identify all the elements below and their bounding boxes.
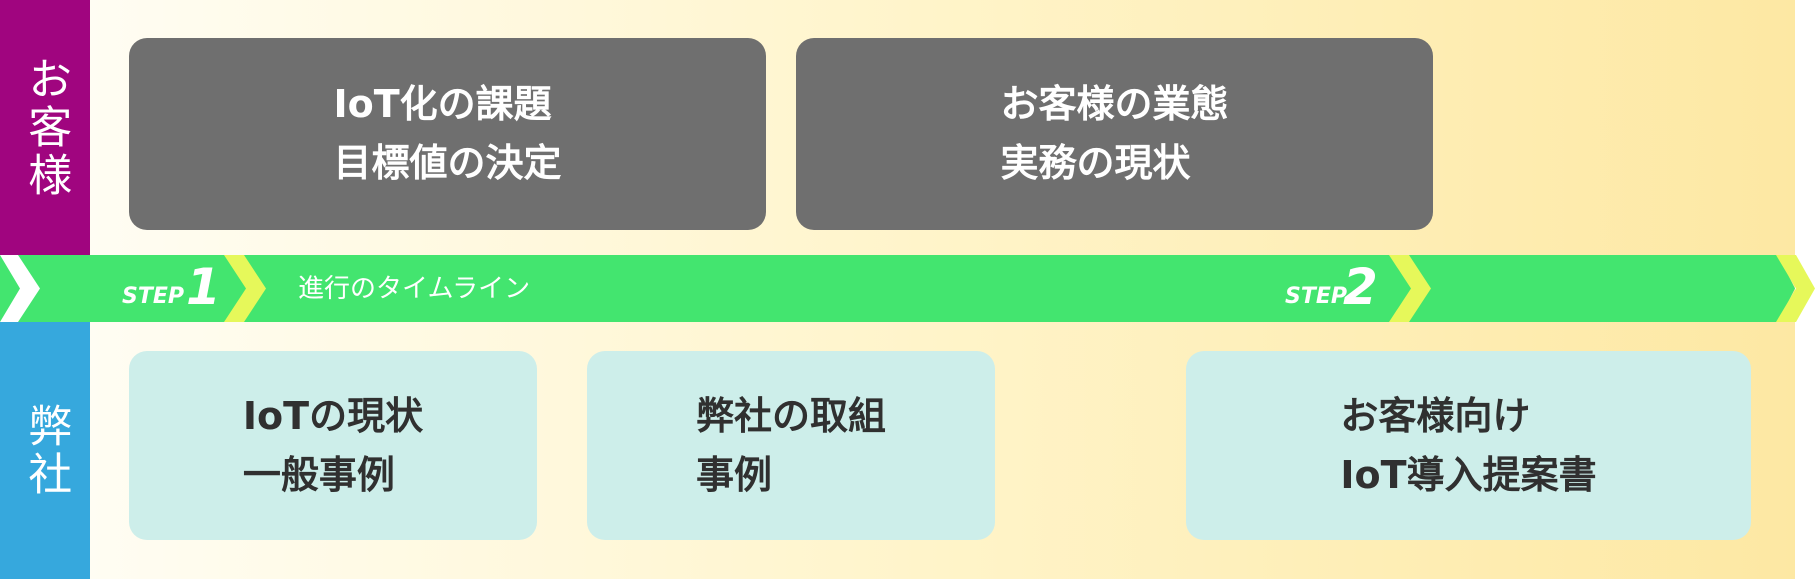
chevron-start-icon xyxy=(0,255,40,322)
company-box-proposal: お客様向け IoT導入提案書 xyxy=(1186,351,1751,540)
company-box-current: IoTの現状 一般事例 xyxy=(129,351,537,540)
timeline-caption: 進行のタイムライン xyxy=(298,274,531,304)
company-box-current-line1: IoTの現状 xyxy=(242,393,424,438)
company-label-text: 弊社 xyxy=(20,402,72,499)
chevron-end-icon xyxy=(1776,255,1815,322)
timeline-band xyxy=(0,255,1815,322)
step1-number: 1 xyxy=(186,258,221,316)
company-box-current-line2: 一般事例 xyxy=(242,452,395,497)
company-box-proposal-line1: お客様向け xyxy=(1340,393,1531,438)
customer-box-issues-line1: IoT化の課題 xyxy=(333,82,552,127)
customer-box-business: お客様の業態 実務の現状 xyxy=(796,38,1433,230)
step2-word: STEP xyxy=(1285,284,1348,309)
chevron-step1-icon xyxy=(224,255,266,322)
customer-box-business-line1: お客様の業態 xyxy=(1000,82,1229,127)
customer-box-issues-line2: 目標値の決定 xyxy=(333,141,562,185)
company-box-initiatives: 弊社の取組 事例 xyxy=(587,351,995,540)
customer-label: お客様 xyxy=(0,0,90,255)
chevron-step2-icon xyxy=(1389,255,1431,322)
customer-label-text: お客様 xyxy=(20,55,72,200)
step2-number: 2 xyxy=(1343,258,1378,316)
customer-box-issues: IoT化の課題 目標値の決定 xyxy=(129,38,766,230)
timeline-arrow xyxy=(0,255,1795,322)
company-box-proposal-line2: IoT導入提案書 xyxy=(1340,452,1597,497)
company-box-initiatives-line2: 事例 xyxy=(695,452,772,497)
customer-box-business-line2: 実務の現状 xyxy=(1000,141,1191,185)
company-box-initiatives-line1: 弊社の取組 xyxy=(695,393,886,438)
company-label: 弊社 xyxy=(0,322,90,579)
step1-word: STEP xyxy=(122,284,185,309)
